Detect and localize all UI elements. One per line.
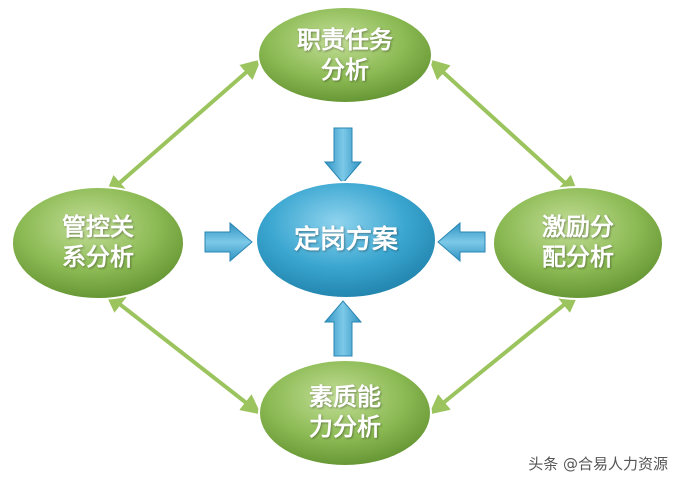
watermark: 头条 @合易人力资源 [528, 455, 668, 473]
inward-arrow-from-top [323, 127, 363, 184]
edge-arrow-top-right [429, 59, 579, 196]
node-left-line2: 系分析 [62, 243, 134, 271]
node-left-label: 管控关 系分析 [33, 212, 163, 272]
node-top-line2: 分析 [321, 56, 369, 84]
node-right [492, 186, 664, 300]
node-left-line1: 管控关 [62, 213, 134, 241]
edge-arrow-left-bottom [104, 292, 262, 415]
node-center [255, 181, 437, 299]
node-top-line1: 职责任务 [297, 26, 393, 54]
node-right-label: 激励分 配分析 [513, 212, 643, 272]
node-bottom [258, 359, 432, 467]
node-left [11, 186, 185, 300]
node-bottom-line2: 力分析 [309, 413, 381, 441]
inward-arrow-from-left [204, 221, 253, 263]
node-center-text: 定岗方案 [293, 225, 398, 255]
node-bottom-line1: 素质能 [309, 383, 381, 411]
inward-arrow-from-bottom [323, 300, 363, 357]
node-center-label: 定岗方案 [266, 224, 426, 257]
node-bottom-label: 素质能 力分析 [280, 382, 410, 442]
inward-arrow-from-right [437, 221, 486, 263]
edge-arrow-top-left [104, 59, 262, 196]
node-top [257, 6, 433, 104]
node-right-line2: 配分析 [542, 243, 614, 271]
node-right-line1: 激励分 [542, 213, 614, 241]
node-top-label: 职责任务 分析 [280, 25, 410, 85]
edge-arrow-right-bottom [428, 292, 580, 415]
